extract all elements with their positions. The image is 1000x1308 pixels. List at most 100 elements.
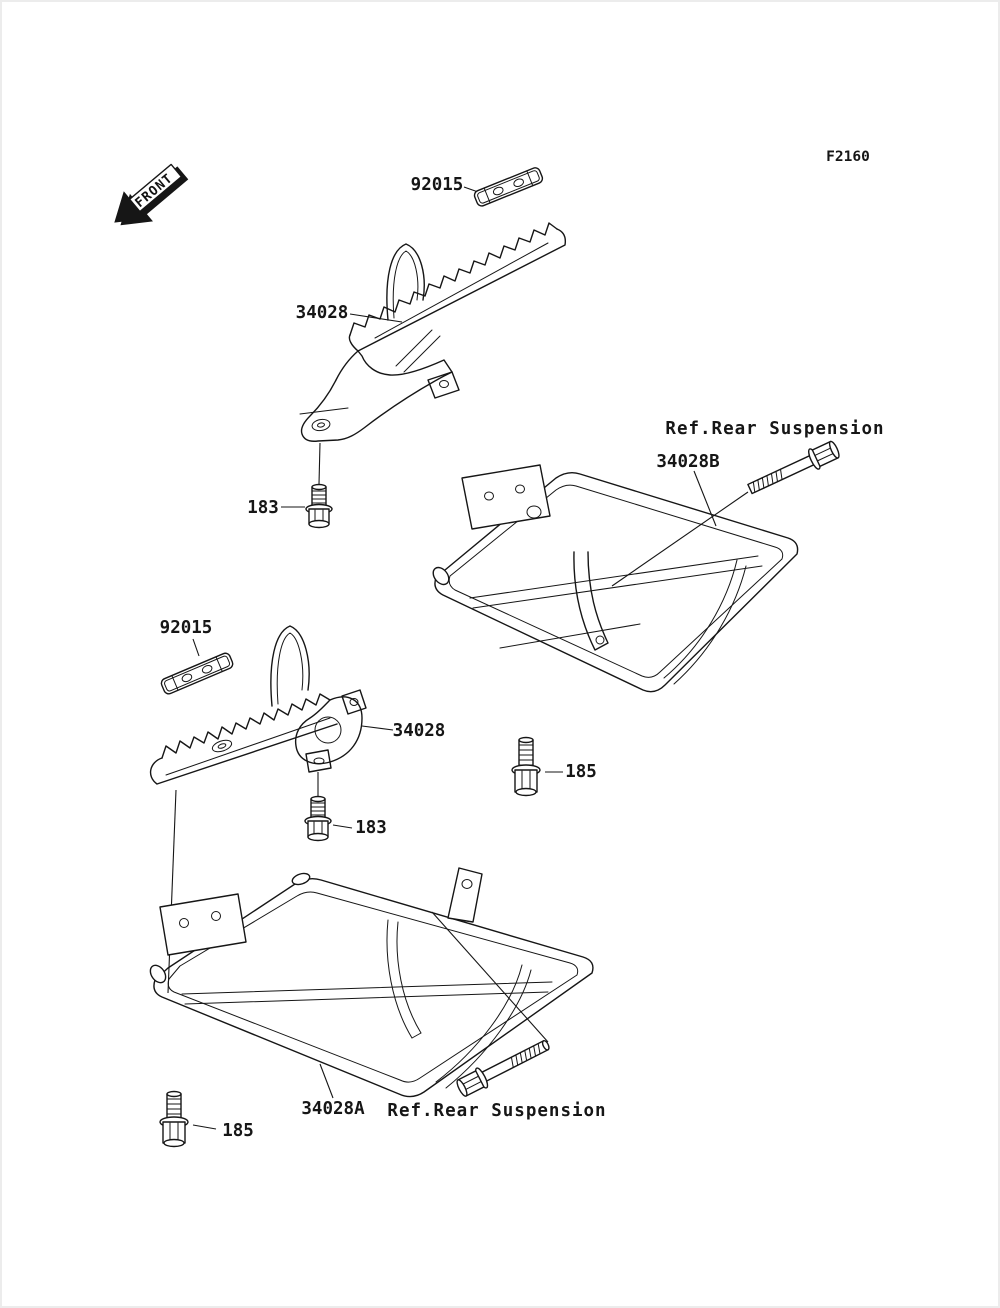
label-bracket-top: 92015 (411, 175, 464, 195)
hanger-tab (447, 867, 483, 923)
frame-inner-tube (167, 891, 579, 1083)
frame-outer-tube (153, 877, 594, 1098)
inner-rail (435, 964, 523, 1083)
mounting-slot-inner (217, 743, 227, 749)
ref-bolt-bottom (456, 1040, 550, 1097)
bolt-thread (528, 1047, 532, 1059)
bolt-head-base (163, 1138, 185, 1148)
bracket-plate (473, 167, 544, 207)
mount-tab-hole (439, 380, 449, 388)
mounting-slot (211, 739, 233, 753)
label-bolt-185-bottom: 185 (222, 1121, 254, 1141)
bolt-thread (524, 1049, 528, 1062)
support-strut (403, 335, 441, 373)
label-ref-right: Ref.Rear Suspension (665, 419, 884, 439)
frame-boss (526, 505, 542, 519)
heel-guard-hoop (270, 625, 310, 707)
plate-hole (484, 491, 494, 501)
bolt-183-left (304, 795, 332, 842)
bracket-rib (215, 656, 223, 673)
footpeg-left (149, 625, 367, 785)
bolt-183-top (305, 483, 333, 529)
bolt-thread (780, 468, 783, 481)
bolt-head-end (456, 1079, 468, 1097)
tube-end-cap (149, 964, 167, 984)
bracket-slot-hole (492, 186, 504, 196)
mount-tab (427, 371, 460, 399)
footpeg-body (300, 350, 453, 442)
bolt-tip (311, 483, 327, 491)
footpeg-bar-edge (374, 242, 549, 339)
bracket-slot-hole (181, 673, 193, 683)
leader-line (693, 470, 717, 527)
label-frame-bottom: 34028A (301, 1099, 365, 1119)
leader-line (611, 491, 749, 587)
bolt-thread (766, 475, 769, 487)
footpeg-bar (348, 228, 567, 352)
figure-code: F2160 (826, 149, 870, 165)
leader-line (318, 442, 321, 485)
floor-bar (184, 991, 549, 1005)
front-arrowhead-icon (114, 191, 147, 223)
bolt-head-base (308, 519, 330, 529)
bolt-tip (166, 1090, 182, 1098)
label-ref-bottom: Ref.Rear Suspension (387, 1101, 606, 1121)
bolt-thread (770, 472, 774, 485)
bolt-head-end (828, 440, 840, 459)
label-bolt-left: 183 (355, 818, 387, 838)
heel-guard-hoop-inner (392, 250, 419, 319)
bracket-92015-left (160, 652, 234, 695)
front-arrow: FRONT (114, 163, 189, 226)
leader-line (167, 789, 177, 994)
serrated-edge (349, 222, 558, 336)
leader-line (332, 824, 353, 829)
bracket-inner-edge (477, 170, 540, 204)
serrated-edge (161, 693, 331, 759)
bolt-head-base (307, 832, 329, 842)
bracket-rib (526, 170, 534, 187)
plate-hole (515, 484, 525, 494)
bolt-thread (510, 1056, 514, 1068)
footpeg-top (299, 222, 567, 442)
footpeg-bar-edge (165, 717, 331, 776)
frame-outer-tube (434, 471, 799, 693)
label-bolt-top: 183 (247, 498, 279, 518)
floor-bar (472, 565, 763, 609)
bolt-shaft (166, 1093, 182, 1121)
leader-line (361, 725, 394, 731)
bracket-slot-hole (513, 178, 524, 188)
bolt-shaft (480, 1040, 549, 1083)
frame-inner-tube (448, 484, 784, 678)
label-bolt-185-right: 185 (565, 762, 597, 782)
floorboard-34028a (149, 867, 594, 1098)
leader-line (319, 1063, 334, 1099)
ref-bolt-right (747, 440, 840, 495)
mounting-slot (311, 418, 331, 432)
bracket-plate (160, 652, 234, 695)
mount-plate (159, 893, 247, 956)
inner-rail (673, 565, 747, 685)
floor-bar (469, 555, 759, 599)
bolt-185-bottom (159, 1090, 189, 1148)
bolt-tip (310, 795, 326, 803)
mounting-slot-inner (317, 422, 325, 428)
bolt-head-base (515, 787, 537, 797)
clamp-tab (341, 689, 367, 715)
heel-guard-hoop (386, 243, 425, 321)
leader-line (431, 911, 549, 1043)
bolt-thread (537, 1043, 541, 1055)
strap-hole (595, 635, 605, 645)
floorboard-34028b (432, 464, 799, 693)
bolt-shaft (518, 739, 534, 769)
bracket-inner-edge (164, 655, 231, 692)
bolt-thread (752, 481, 756, 493)
bracket-slot-hole (201, 664, 213, 674)
tube-end-cap (291, 872, 311, 886)
bracket-92015-top (473, 167, 544, 207)
inner-rail (445, 969, 532, 1089)
hanger-strap (386, 919, 413, 1039)
bracket-rib (171, 675, 179, 691)
